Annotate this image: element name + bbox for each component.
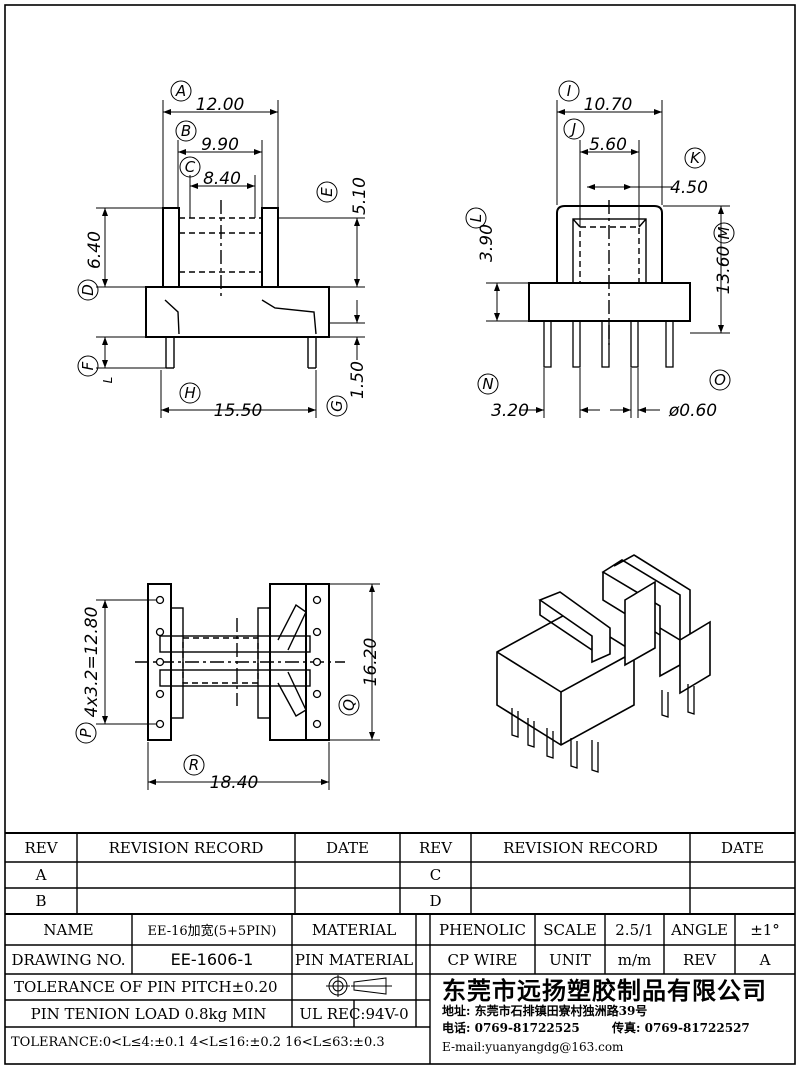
name-value: EE-16加宽(5+5PIN) — [147, 924, 277, 939]
dim-a: 12.00 — [196, 95, 245, 115]
company-phone: 电话: 0769-81722525 — [442, 1021, 580, 1035]
dim-r: 18.40 — [210, 773, 259, 793]
drawing-no-value: EE-1606-1 — [170, 950, 254, 969]
rev-header-1: REV — [24, 838, 58, 857]
label-j: J — [569, 120, 576, 138]
label-n: N — [482, 375, 493, 393]
label-o: O — [714, 371, 726, 389]
label-b: B — [181, 122, 191, 140]
material-value: PHENOLIC — [439, 920, 526, 939]
rev-header-2: REV — [418, 838, 453, 857]
label-r: R — [189, 756, 199, 774]
unit-label: UNIT — [549, 950, 591, 969]
pin-material-value: CP WIRE — [447, 950, 518, 969]
material-label: MATERIAL — [311, 920, 397, 939]
scale-value: 2.5/1 — [615, 920, 654, 939]
projection-symbol — [326, 975, 392, 997]
dim-l: 3.90 — [477, 224, 497, 262]
dim-g: 1.50 — [348, 361, 368, 399]
dim-q: 16.20 — [361, 638, 381, 687]
label-e: E — [318, 187, 336, 197]
label-d: D — [79, 284, 97, 296]
ul-rec: UL REC:94V-0 — [299, 1004, 409, 1023]
angle-value: ±1° — [750, 920, 780, 939]
dim-k: 4.50 — [670, 178, 708, 198]
revision-record-header-1: REVISION RECORD — [108, 838, 264, 857]
side-view — [486, 100, 730, 418]
label-m: M — [715, 226, 733, 239]
dim-n: 3.20 — [491, 401, 529, 421]
label-c: C — [185, 158, 196, 176]
label-i: I — [567, 82, 572, 100]
rev-value: A — [759, 950, 771, 969]
drawing-no-label: DRAWING NO. — [11, 950, 126, 969]
dim-f: L — [101, 377, 115, 384]
dim-i: 10.70 — [584, 95, 633, 115]
label-f: F — [79, 361, 97, 370]
front-view — [96, 100, 365, 418]
rev-d: D — [429, 892, 442, 910]
tolerance-line: TOLERANCE:0<L≤4:±0.1 4<L≤16:±0.2 16<L≤63… — [11, 1034, 385, 1050]
angle-label: ANGLE — [671, 920, 728, 939]
rev-label: REV — [682, 950, 717, 969]
company-fax: 传真: 0769-81722527 — [612, 1021, 750, 1035]
table-grid — [5, 832, 795, 1064]
company-email: E-mail:yuanyangdg@163.com — [442, 1040, 624, 1054]
dim-o: ø0.60 — [668, 401, 717, 421]
scale-label: SCALE — [543, 920, 597, 939]
label-k: K — [690, 149, 701, 167]
tolerance-pitch: TOLERANCE OF PIN PITCH±0.20 — [14, 978, 278, 996]
dim-m: 13.60 — [714, 246, 734, 295]
unit-value: m/m — [617, 950, 652, 969]
top-view — [96, 583, 380, 790]
pin-material-label: PIN MATERIAL — [294, 950, 414, 969]
company-address: 地址: 东莞市石排镇田寮村独洲路39号 — [442, 1004, 648, 1018]
label-p: P — [77, 728, 95, 738]
dim-p: 4x3.2=12.80 — [82, 607, 102, 718]
company-name: 东莞市远扬塑胶制品有限公司 — [442, 975, 767, 1005]
label-l: L — [467, 214, 485, 222]
isometric-view — [496, 554, 711, 773]
dim-b: 9.90 — [201, 135, 239, 155]
name-label: NAME — [43, 920, 94, 939]
rev-c: C — [429, 866, 442, 884]
date-header-2: DATE — [721, 838, 764, 857]
label-h: H — [184, 384, 195, 402]
rev-a: A — [35, 866, 47, 884]
dim-d: 6.40 — [85, 231, 105, 269]
rev-b: B — [35, 892, 47, 910]
dim-h: 15.50 — [214, 401, 263, 421]
date-header-1: DATE — [326, 838, 369, 857]
dim-e: 5.10 — [350, 177, 370, 215]
label-q: Q — [340, 699, 358, 711]
dim-c: 8.40 — [203, 169, 241, 189]
label-a: A — [175, 82, 186, 100]
label-g: G — [328, 400, 346, 412]
dim-j: 5.60 — [589, 135, 627, 155]
pin-load: PIN TENION LOAD 0.8kg MIN — [30, 1004, 267, 1023]
revision-record-header-2: REVISION RECORD — [503, 838, 658, 857]
